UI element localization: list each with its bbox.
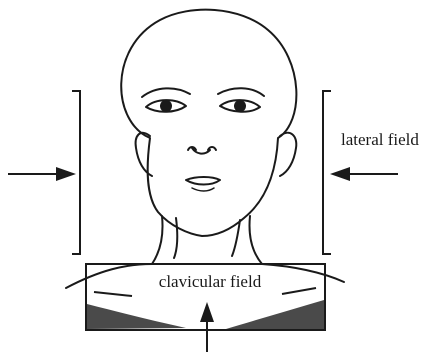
clavicular-field-label: clavicular field [159,272,262,291]
right-shoulder-line [262,264,344,282]
left-clavicle [94,292,132,296]
clavicular-shading-left [87,304,186,329]
right-pupil [234,100,246,112]
right-ear [280,133,296,176]
mouth [186,177,220,185]
left-bracket [72,91,80,254]
left-eyebrow [142,88,190,97]
head-outline [121,10,296,236]
left-shoulder-line [66,264,152,288]
lateral-field-label: lateral field [341,130,419,149]
neck-left [152,216,163,264]
arrow-left-icon [330,167,398,181]
right-bracket [323,91,331,254]
arrow-right-icon [8,167,76,181]
right-eyebrow [218,88,264,96]
right-clavicle [282,288,316,294]
head [121,10,296,236]
nose [188,147,216,154]
neck-line-left [174,218,177,258]
left-pupil [160,100,172,112]
neck-right [250,216,263,264]
lower-lip [192,188,214,191]
clavicular-shading-right [226,300,324,329]
arrow-up-icon [200,302,214,352]
lateral-field-brackets [72,91,331,254]
